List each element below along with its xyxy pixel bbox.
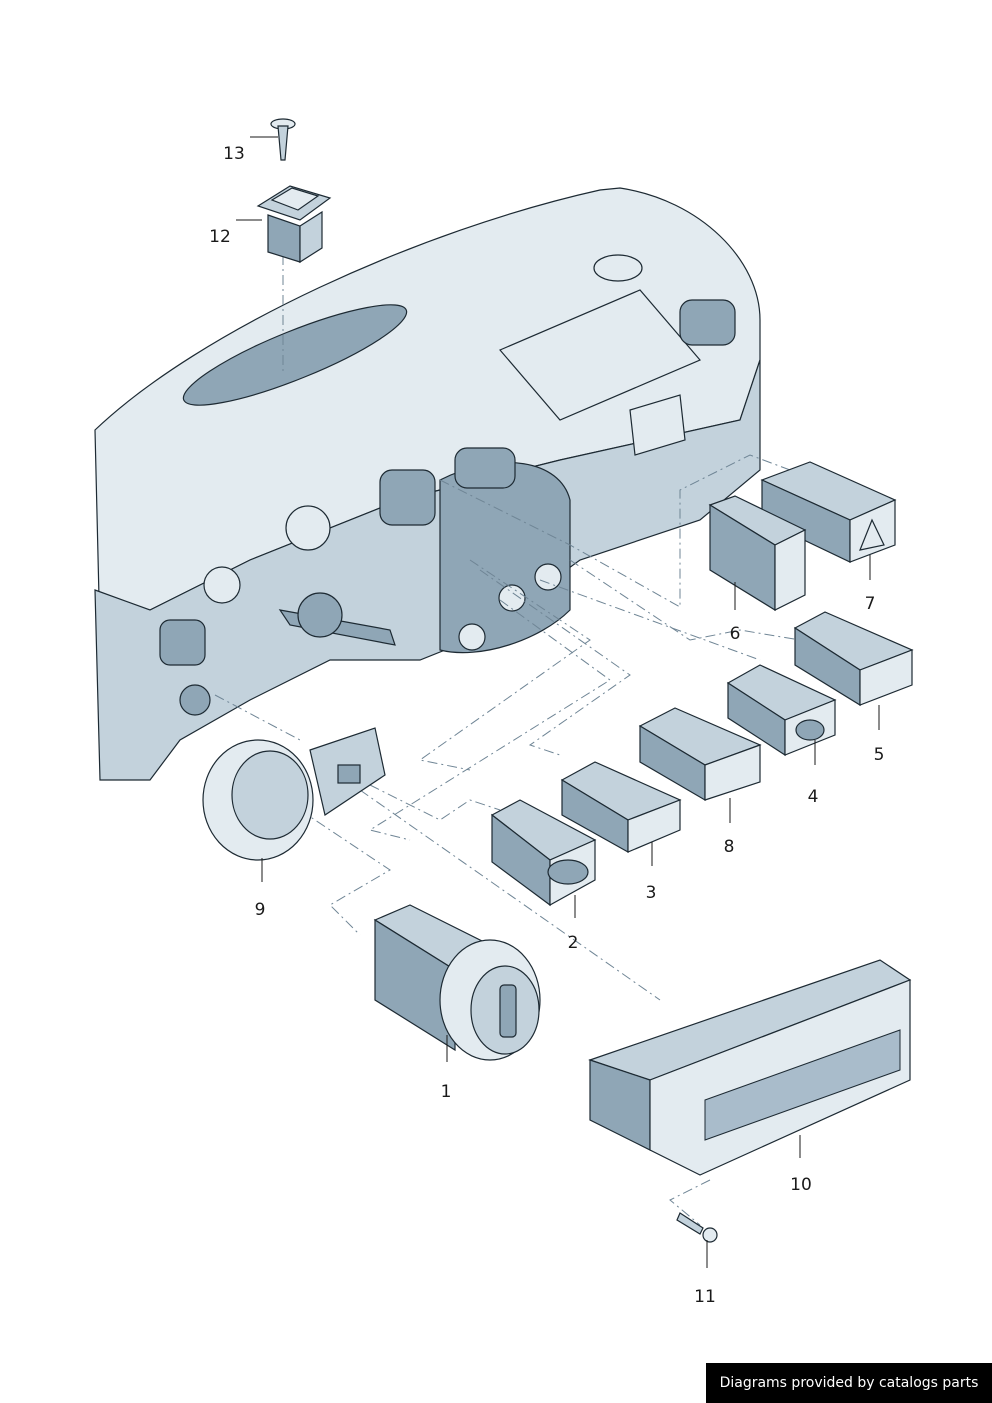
- callout-2: 2: [568, 933, 579, 953]
- callout-4: 4: [808, 787, 819, 807]
- callout-1: 1: [441, 1082, 452, 1102]
- callout-7: 7: [865, 594, 876, 614]
- part-6-switch: [708, 495, 807, 612]
- callout-10: 10: [790, 1175, 812, 1195]
- credit-banner: Diagrams provided by catalogs parts: [706, 1363, 992, 1403]
- callout-8: 8: [724, 837, 735, 857]
- part-9-bezel-ring: [202, 727, 386, 861]
- callout-6: 6: [730, 624, 741, 644]
- part-12-switch: [256, 185, 332, 264]
- part-2-wheel-switch: [490, 799, 597, 907]
- callout-labels: 13 12 7 6 5 4 8 3 2 9 1 10 11: [209, 144, 884, 1307]
- part-5-switch: [793, 611, 914, 707]
- part-3-switch: [560, 761, 682, 854]
- callout-13: 13: [223, 144, 245, 164]
- callout-11: 11: [694, 1287, 716, 1307]
- callout-9: 9: [255, 900, 266, 920]
- callout-3: 3: [646, 883, 657, 903]
- dashboard-illustration: [94, 187, 761, 781]
- part-10-climate-control-unit: [588, 959, 912, 1176]
- callout-5: 5: [874, 745, 885, 765]
- part-8-switch: [638, 707, 762, 802]
- part-7-hazard-switch: [760, 461, 897, 563]
- leader-lines: [236, 136, 880, 1268]
- part-11-screw: [676, 1212, 718, 1243]
- part-1-light-switch: [373, 904, 541, 1061]
- callout-12: 12: [209, 227, 231, 247]
- assembly-guide-lines: [214, 255, 801, 1226]
- part-4-dimmer-switch: [726, 664, 837, 757]
- part-13-screw: [270, 118, 296, 161]
